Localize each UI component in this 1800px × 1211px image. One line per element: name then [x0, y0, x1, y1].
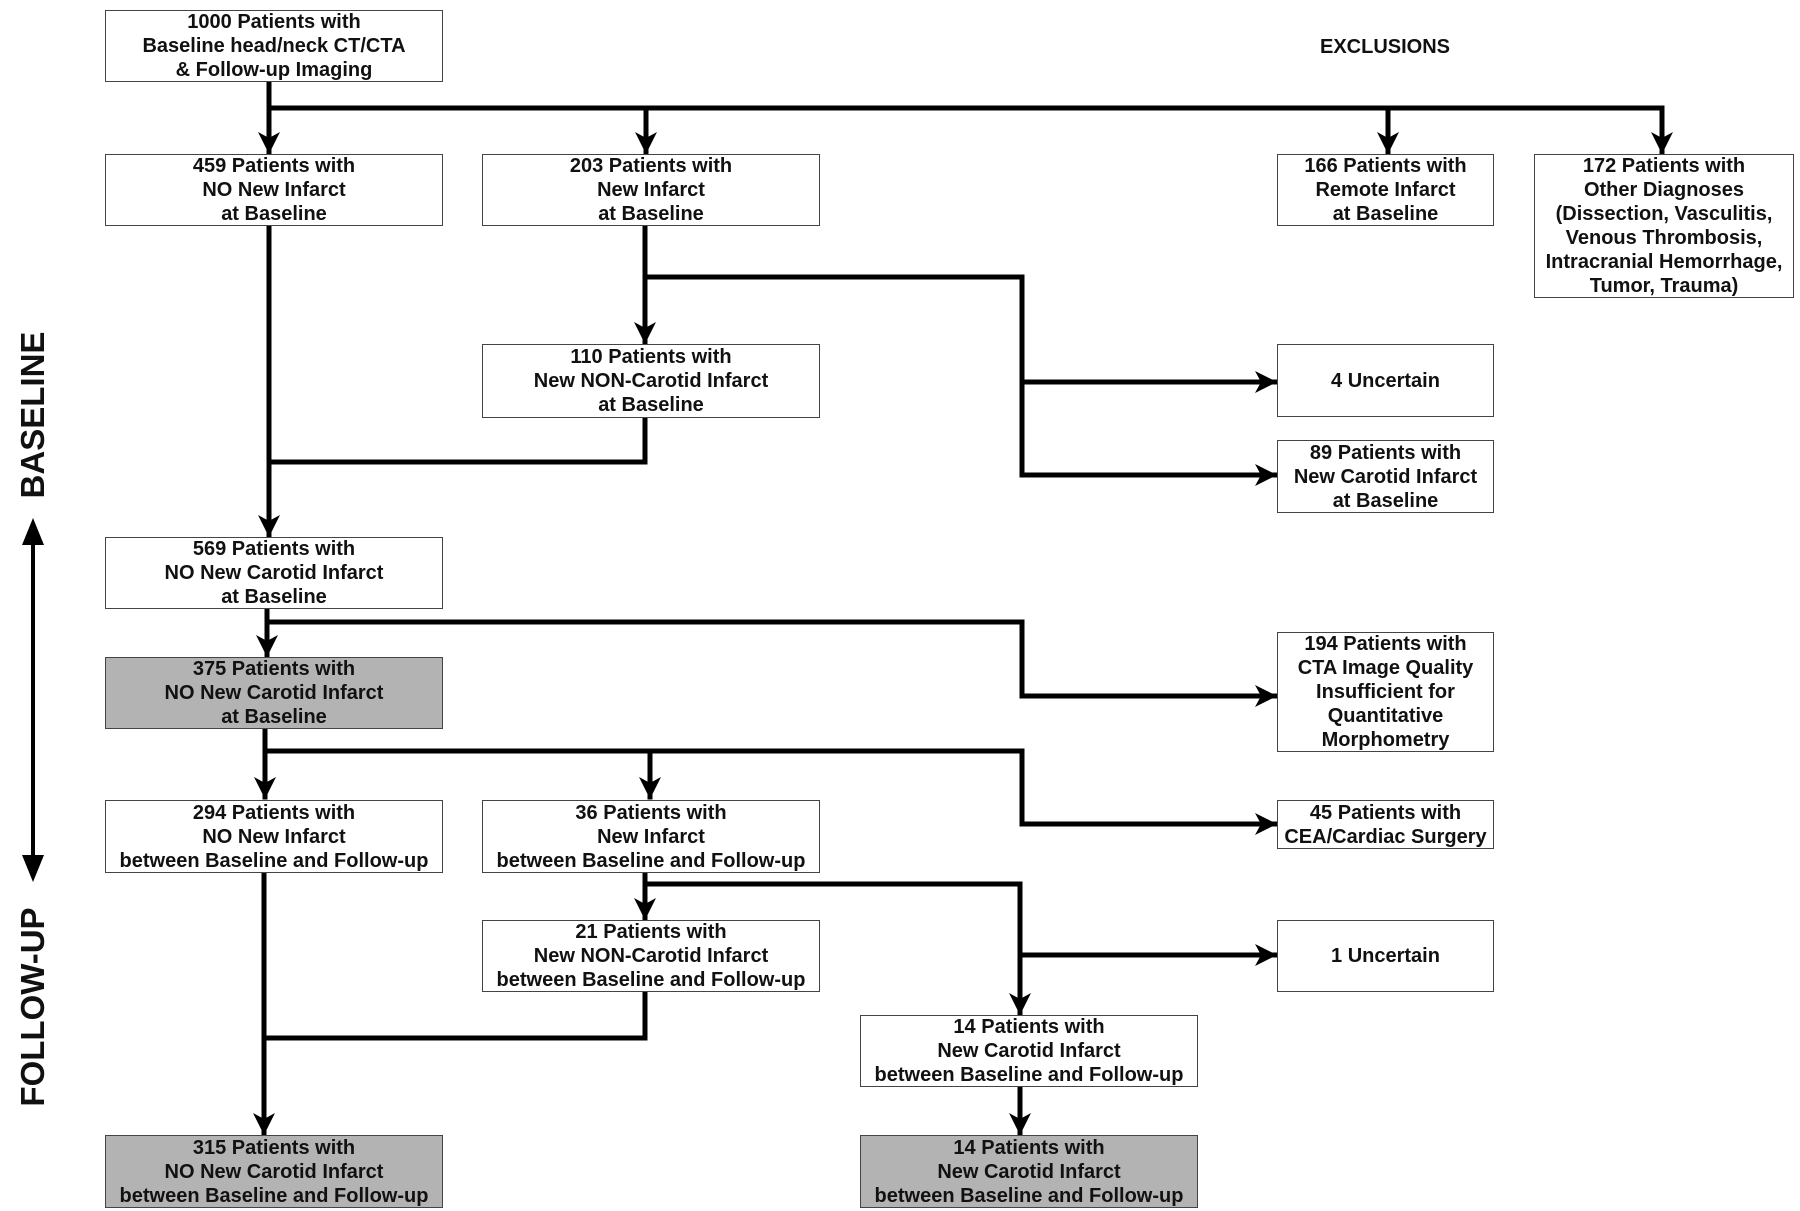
box-text-line: NO New Carotid Infarct: [164, 1160, 384, 1183]
box-text-line: at Baseline: [221, 706, 327, 728]
box-text-line: 315 Patients with: [192, 1136, 356, 1159]
baseline-side-label: BASELINE: [14, 331, 51, 499]
box-text-line: 4 Uncertain: [1331, 369, 1440, 392]
box-text-line: at Baseline: [221, 203, 327, 225]
box-text-line: between Baseline and Follow-up: [496, 849, 806, 872]
box-text-line: NO New Carotid Infarct: [164, 562, 384, 584]
box-text-line: between Baseline and Follow-up: [119, 849, 429, 872]
box-text-line: New Infarct: [597, 825, 705, 848]
box-text-line: CTA Image Quality: [1297, 657, 1474, 679]
box-text-line: (Dissection, Vasculitis,: [1555, 203, 1773, 225]
box-text-line: Intracranial Hemorrhage,: [1545, 251, 1783, 273]
box-text-line: 172 Patients with: [1582, 155, 1746, 177]
box-text-line: 14 Patients with: [953, 1016, 1105, 1038]
box-text-line: New Carotid Infarct: [1293, 465, 1478, 488]
box-text-line: 203 Patients with: [569, 155, 733, 177]
box-text-line: at Baseline: [598, 394, 704, 416]
exclusions-title: EXCLUSIONS: [1320, 36, 1451, 58]
box-text-line: 21 Patients with: [575, 921, 727, 943]
box-text-line: 375 Patients with: [192, 658, 356, 680]
box-text-line: New Carotid Infarct: [937, 1040, 1121, 1062]
box-text-line: Baseline head/neck CT/CTA: [142, 35, 406, 57]
box-text-line: at Baseline: [598, 203, 704, 225]
join-21-to-315: [261, 989, 648, 1041]
box-text-line: NO New Infarct: [202, 825, 346, 848]
box-text-line: 36 Patients with: [575, 801, 727, 824]
box-text-line: between Baseline and Follow-up: [874, 1184, 1184, 1207]
box-text-line: between Baseline and Follow-up: [496, 969, 806, 991]
box-text-line: NO New Infarct: [202, 179, 346, 201]
box-text-line: between Baseline and Follow-up: [874, 1064, 1184, 1086]
arrow-to-194: [264, 619, 1278, 707]
box-text-line: between Baseline and Follow-up: [119, 1184, 429, 1207]
followup-side-label: FOLLOW-UP: [14, 907, 51, 1107]
box-text-line: 459 Patients with: [192, 155, 356, 177]
branch-203-right: [642, 274, 1025, 478]
box-text-line: Remote Infarct: [1315, 179, 1456, 201]
side-arrow-up-head: [22, 518, 44, 545]
box-text-line: 45 Patients with: [1309, 801, 1462, 824]
box-text-line: 89 Patients with: [1309, 441, 1462, 464]
box-text-line: Other Diagnoses: [1583, 179, 1745, 201]
box-text-line: 569 Patients with: [192, 538, 356, 560]
box-text-line: 14 Patients with: [953, 1136, 1105, 1159]
box-text-line: Quantitative: [1327, 705, 1444, 727]
box-text-line: NO New Carotid Infarct: [164, 682, 384, 704]
box-uncertain-baseline: 4 Uncertain: [1277, 344, 1494, 417]
box-text-line: New NON-Carotid Infarct: [533, 945, 769, 967]
box-text-line: 294 Patients with: [192, 801, 356, 824]
box-text-line: Tumor, Trauma): [1589, 275, 1739, 297]
box-text-line: at Baseline: [221, 586, 327, 608]
box-text-line: 1 Uncertain: [1331, 945, 1440, 967]
box-uncertain-followup: 1 Uncertain: [1277, 920, 1494, 992]
arrow-to-45: [262, 748, 1278, 835]
box-text-line: at Baseline: [1332, 203, 1439, 225]
box-text-line: New Infarct: [597, 179, 705, 201]
box-text-line: Venous Thrombosis,: [1565, 227, 1763, 249]
box-text-line: CEA/Cardiac Surgery: [1284, 825, 1487, 848]
box-text-line: & Follow-up Imaging: [175, 59, 373, 81]
box-text-line: Insufficient for: [1316, 681, 1455, 703]
join-110-to-569: [266, 415, 648, 465]
box-text-line: 110 Patients with: [570, 346, 732, 368]
box-text-line: Morphometry: [1321, 729, 1450, 751]
box-text-line: at Baseline: [1332, 489, 1439, 512]
box-text-line: 166 Patients with: [1304, 155, 1467, 177]
box-text-line: New NON-Carotid Infarct: [533, 370, 769, 392]
box-text-line: 194 Patients with: [1304, 633, 1467, 655]
arrow-to-14-carotid: [642, 881, 1031, 1016]
box-text-line: New Carotid Infarct: [937, 1160, 1121, 1183]
box-text-line: 1000 Patients with: [187, 11, 361, 33]
side-arrow-down-head: [22, 855, 44, 882]
